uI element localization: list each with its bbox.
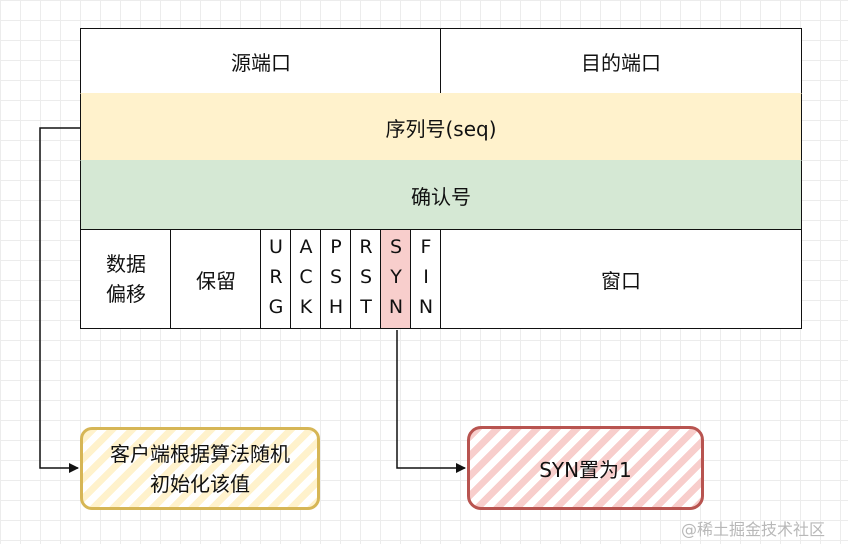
sequence-number-field: 序列号(seq) — [80, 93, 802, 161]
data-offset-label: 数据 偏移 — [106, 252, 146, 306]
sequence-number-label: 序列号(seq) — [385, 116, 497, 141]
syn-note-arrow — [396, 330, 466, 473]
ack-number-label: 确认号 — [411, 184, 471, 209]
destination-port-field: 目的端口 — [440, 28, 802, 94]
source-port-field: 源端口 — [80, 28, 442, 94]
watermark: @稀土掘金技术社区 — [681, 520, 826, 539]
reserved-field: 保留 — [170, 229, 262, 329]
syn-set-note-label: SYN置为1 — [539, 457, 632, 482]
syn-set-note: SYN置为1 — [467, 426, 704, 510]
window-label: 窗口 — [601, 268, 641, 293]
reserved-label: 保留 — [196, 268, 236, 293]
data-offset-field: 数据 偏移 — [80, 229, 172, 329]
ack-number-field: 确认号 — [80, 160, 802, 230]
seq-init-note: 客户端根据算法随机 初始化该值 — [80, 427, 320, 510]
source-port-label: 源端口 — [231, 50, 291, 75]
destination-port-label: 目的端口 — [581, 50, 661, 75]
window-field: 窗口 — [440, 229, 802, 329]
seq-note-arrow — [39, 127, 80, 473]
